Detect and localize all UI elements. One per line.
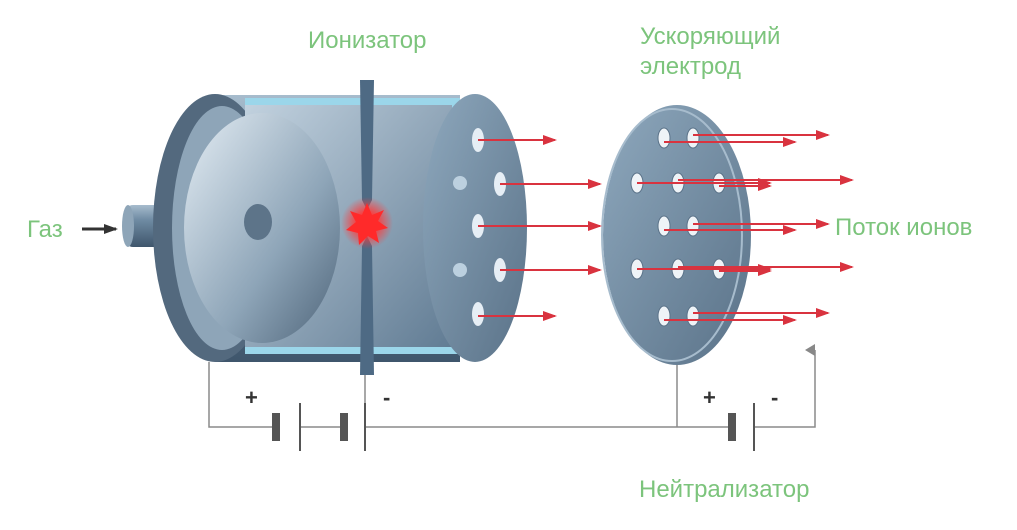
accelerating-electrode-plate [601,105,751,365]
neutralizer-label: Нейтрализатор [639,476,810,503]
thruster-chamber [153,94,460,362]
ion-flow-label: Поток ионов [835,214,973,241]
ionizer-label: Ионизатор [308,27,427,54]
spark-icon [346,203,388,245]
ionizer-rod [341,80,393,375]
battery-neutralizer [728,403,755,451]
chamber-exit-grid [423,94,527,362]
gas-label: Газ [27,216,63,243]
accelerating-electrode-label-line1: Ускоряющий [640,23,781,50]
accelerating-electrode-label-line2: электрод [640,53,742,80]
polarity-plus-ionizer: + [245,385,258,410]
polarity-minus-neutralizer: - [771,385,779,410]
ion-arrows [478,130,854,325]
polarity-minus-ionizer: - [383,385,391,410]
polarity-plus-neutralizer: + [703,385,716,410]
battery-accelerator [340,403,366,451]
battery-ionizer [272,403,301,451]
